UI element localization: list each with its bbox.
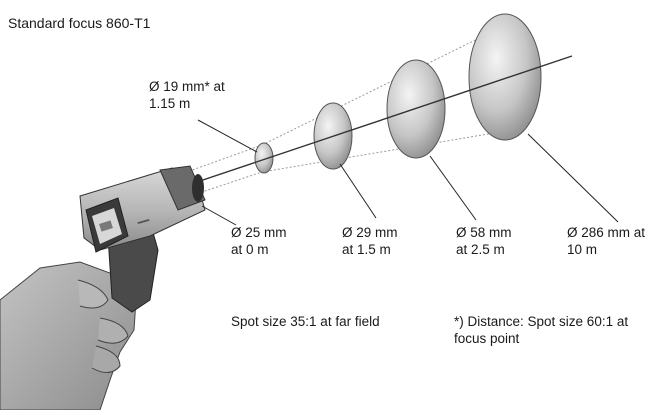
spot-disc-19mm [254, 142, 274, 174]
device-lens [192, 174, 204, 202]
leader-lines [197, 119, 619, 226]
leader-29mm [339, 163, 377, 219]
label-25mm: Ø 25 mm at 0 m [231, 225, 287, 257]
device-brand-mark: ▬▬ [137, 217, 150, 226]
note-far-field: Spot size 35:1 at far field [231, 314, 380, 329]
note-focus-point: *) Distance: Spot size 60:1 at focus poi… [454, 314, 629, 346]
label-29mm: Ø 29 mm at 1.5 m [342, 225, 398, 257]
leader-19mm [197, 119, 258, 153]
label-19mm: Ø 19 mm* at 1.15 m [149, 79, 225, 111]
leader-286mm [527, 133, 619, 223]
leader-25mm [201, 205, 237, 226]
label-58mm: Ø 58 mm at 2.5 m [456, 225, 512, 257]
device-lens-housing [159, 165, 206, 211]
diagram-title: Standard focus 860-T1 [8, 15, 151, 31]
device-readout [99, 220, 113, 232]
beam-axis [184, 55, 573, 187]
leader-58mm [429, 155, 477, 221]
spot-disc-286mm [468, 13, 542, 141]
label-286mm: Ø 286 mm at 10 m [567, 225, 646, 257]
